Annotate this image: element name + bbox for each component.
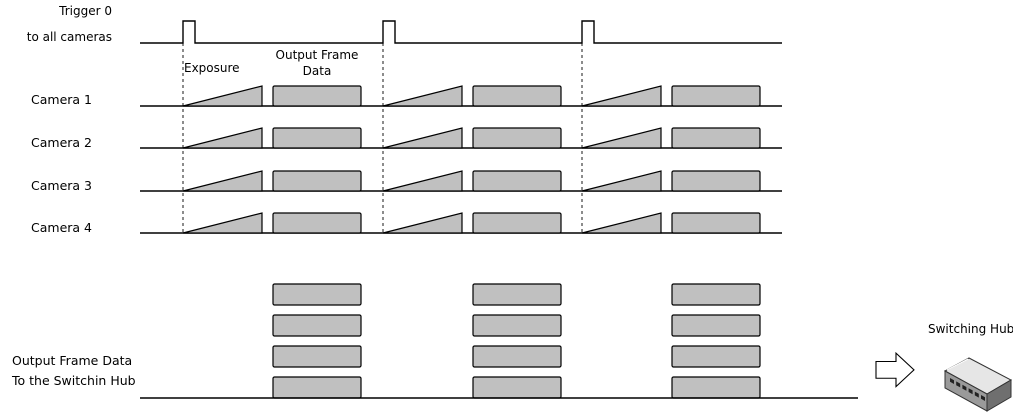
camera-3-exposure-ramp-2 [382, 170, 463, 192]
camera-2-frame-block-2 [472, 127, 562, 149]
output-stack-block-1-3 [272, 345, 362, 368]
trigger-label-line2: to all cameras [26, 30, 112, 44]
camera-3-label: Camera 3 [31, 178, 92, 193]
output-stack-block-1-2 [272, 314, 362, 337]
camera-3-frame-block-2 [472, 170, 562, 192]
camera-1-label: Camera 1 [31, 92, 92, 107]
output-stack-block-3-3 [671, 345, 761, 368]
camera-4-exposure-ramp-3 [581, 212, 662, 234]
hub-highlight [946, 358, 969, 371]
camera-1-exposure-ramp-3 [581, 85, 662, 107]
arrow-icon [875, 351, 915, 388]
output-frame-label-line1: Output Frame [275, 48, 359, 62]
camera-2-exposure-ramp-1 [182, 127, 263, 149]
output-data-label-line1: Output Frame Data [12, 353, 133, 368]
output-stack-block-2-3 [472, 345, 562, 368]
camera-1-frame-block-2 [472, 85, 562, 107]
hub-port-4 [968, 388, 973, 395]
hub-port-5 [974, 391, 979, 398]
hub-port-6 [981, 395, 985, 401]
camera-2-frame-block-3 [671, 127, 761, 149]
hub-port-2 [956, 381, 961, 388]
output-stack-block-3-2 [671, 314, 761, 337]
camera-3-frame-block-1 [272, 170, 362, 192]
camera-3-exposure-ramp-3 [581, 170, 662, 192]
camera-2-label: Camera 2 [31, 135, 92, 150]
camera-1-frame-block-1 [272, 85, 362, 107]
camera-4-label: Camera 4 [31, 220, 92, 235]
output-stack-block-1-1 [272, 283, 362, 306]
camera-2-frame-block-1 [272, 127, 362, 149]
camera-2-exposure-ramp-3 [581, 127, 662, 149]
output-data-label-line2: To the Switchin Hub [12, 373, 136, 388]
camera-1-exposure-ramp-1 [182, 85, 263, 107]
camera-1-exposure-ramp-2 [382, 85, 463, 107]
output-stack-block-2-1 [472, 283, 562, 306]
hub-port-3 [962, 384, 967, 391]
camera-1-frame-block-3 [671, 85, 761, 107]
hub-port-1 [950, 378, 954, 384]
trigger-label-line1: Trigger 0 [59, 4, 112, 18]
camera-3-exposure-ramp-1 [182, 170, 263, 192]
output-stack-block-2-2 [472, 314, 562, 337]
output-stack-block-2-4 [472, 376, 562, 399]
camera-4-exposure-ramp-1 [182, 212, 263, 234]
output-stack-block-1-4 [272, 376, 362, 399]
camera-4-frame-block-2 [472, 212, 562, 234]
switching-hub-icon [943, 357, 1013, 412]
switching-hub-label: Switching Hub [928, 322, 1013, 336]
camera-4-frame-block-1 [272, 212, 362, 234]
camera-4-exposure-ramp-2 [382, 212, 463, 234]
hub-side-face [986, 379, 1012, 412]
camera-4-frame-block-3 [671, 212, 761, 234]
camera-2-exposure-ramp-2 [382, 127, 463, 149]
exposure-label: Exposure [184, 61, 240, 75]
output-frame-label-line2: Data [302, 64, 332, 78]
output-stack-block-3-1 [671, 283, 761, 306]
trigger-signal [140, 20, 782, 44]
output-stack-block-3-4 [671, 376, 761, 399]
camera-3-frame-block-3 [671, 170, 761, 192]
